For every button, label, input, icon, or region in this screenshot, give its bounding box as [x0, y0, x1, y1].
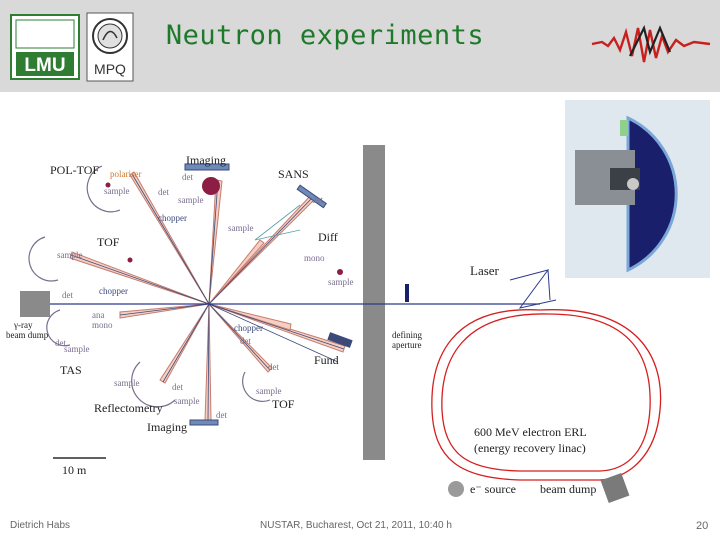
- label-imaging-top: Imaging: [186, 153, 226, 167]
- label-det-imaging: det: [182, 172, 193, 182]
- label-laser: Laser: [470, 263, 500, 278]
- label-sample-sans: sample: [228, 223, 254, 233]
- label-imaging-bottom: Imaging: [147, 420, 187, 434]
- label-det-refl: det: [240, 336, 251, 346]
- label-mono-tas: mono: [92, 320, 113, 330]
- label-fund: Fund: [314, 353, 339, 367]
- label-chopper-tof: chopper: [99, 286, 128, 296]
- mpq-logo-text: MPQ: [94, 61, 126, 77]
- page-number: 20: [696, 520, 709, 532]
- label-beam-dump-left: beam dump: [6, 330, 49, 340]
- label-sample-tas: sample: [64, 344, 90, 354]
- label-defining: defining: [392, 330, 422, 340]
- target-detector-image: [565, 100, 710, 278]
- sans-fan: [254, 204, 301, 241]
- label-e-source: e⁻ source: [470, 482, 516, 496]
- label-tas: TAS: [60, 363, 82, 377]
- mpq-logo: MPQ: [86, 12, 134, 82]
- label-sample-refl: sample: [114, 378, 140, 388]
- detector-arcs: [28, 165, 271, 408]
- label-sample-imaging: sample: [178, 195, 204, 205]
- label-ana: ana: [92, 310, 105, 320]
- label-det-tof: det: [62, 290, 73, 300]
- label-reflectometry: Reflectometry: [94, 401, 163, 415]
- label-det-tofb: det: [268, 362, 279, 372]
- label-sample-diff: sample: [328, 277, 354, 287]
- label-sample-tofb2: sample: [256, 386, 282, 396]
- label-mono: mono: [304, 253, 325, 263]
- e-source-gun: [448, 481, 464, 497]
- label-scale: 10 m: [62, 463, 87, 477]
- label-sample-tof: sample: [57, 250, 83, 260]
- lmu-logo: LMU: [10, 14, 80, 80]
- label-det-tas: det: [55, 338, 66, 348]
- neutron-lines: [70, 173, 345, 421]
- label-sample-poltof: sample: [104, 186, 130, 196]
- neutron-facility-diagram: POL-TOF polariser sample det Imaging det…: [6, 100, 710, 504]
- label-tof-left: TOF: [97, 235, 120, 249]
- label-pol-tof: POL-TOF: [50, 163, 99, 177]
- page-title: Neutron experiments: [165, 20, 485, 51]
- label-polariser: polariser: [110, 169, 142, 179]
- label-chopper-mid: chopper: [234, 323, 263, 333]
- label-erl-line2: (energy recovery linac): [474, 441, 586, 455]
- footer-author: Dietrich Habs: [10, 520, 71, 531]
- beam-dump-right-block: [600, 472, 630, 504]
- label-chopper-top: chopper: [158, 213, 187, 223]
- label-beam-dump-right: beam dump: [540, 482, 596, 496]
- label-det-poltof: det: [158, 187, 169, 197]
- wave-logo: [591, 24, 711, 63]
- label-erl-line1: 600 MeV electron ERL: [474, 425, 587, 439]
- label-gamma-ray: γ-ray: [13, 320, 33, 330]
- label-tof-bottom: TOF: [272, 397, 295, 411]
- label-sample-tofb: sample: [174, 396, 200, 406]
- label-det-imgb: det: [216, 410, 227, 420]
- lmu-logo-text: LMU: [24, 55, 65, 76]
- instrument-detectors: [105, 163, 353, 426]
- shielding-wall: [363, 145, 385, 460]
- label-det-refl2: det: [172, 382, 183, 392]
- defining-aperture: [405, 284, 409, 302]
- label-diff: Diff: [318, 230, 338, 244]
- laser-beam: [509, 269, 557, 309]
- footer-event: NUSTAR, Bucharest, Oct 21, 2011, 10:40 h: [260, 520, 452, 531]
- label-aperture: aperture: [392, 340, 421, 350]
- flight-paths: [69, 171, 346, 421]
- label-sans: SANS: [278, 167, 309, 181]
- label-det-sans: det: [312, 195, 323, 205]
- gamma-beam-dump-block: [20, 291, 50, 317]
- erl-ring: [431, 309, 662, 481]
